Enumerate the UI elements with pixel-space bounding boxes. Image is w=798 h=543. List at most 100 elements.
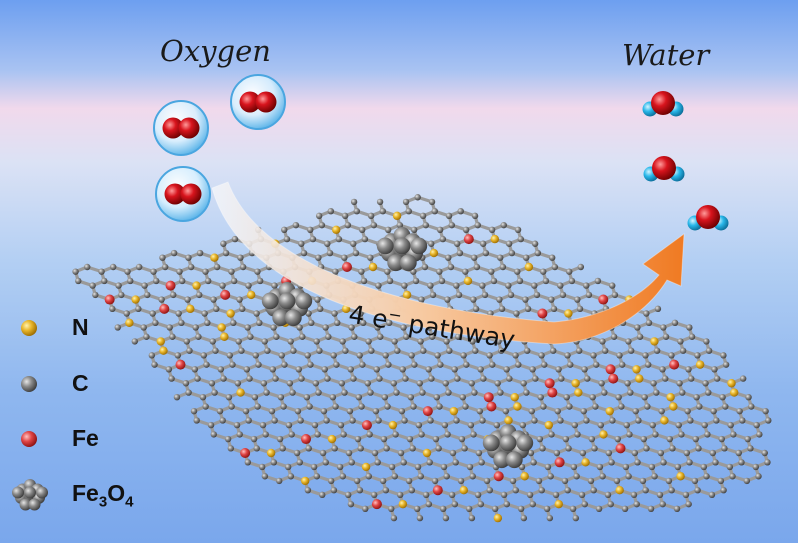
carbon-atom: [402, 375, 409, 382]
carbon-atom: [419, 212, 427, 220]
carbon-atom: [625, 338, 632, 345]
carbon-atom: [360, 319, 367, 326]
carbon-atom: [684, 407, 691, 415]
carbon-atom: [226, 352, 233, 359]
carbon-atom: [437, 361, 444, 368]
carbon-atom: [609, 417, 616, 424]
iron-atom: [220, 289, 231, 300]
fe3o4-cluster-icon: [12, 479, 48, 511]
carbon-atom: [462, 226, 470, 233]
carbon-atom: [743, 477, 751, 485]
carbon-atom: [466, 463, 474, 471]
carbon-atom: [400, 324, 407, 331]
carbon-atom: [392, 431, 399, 438]
carbon-atom: [462, 268, 469, 275]
carbon-atom: [475, 449, 483, 457]
carbon-atom: [435, 445, 442, 452]
carbon-atom: [564, 487, 571, 494]
nitrogen-atom: [615, 486, 624, 495]
carbon-atom: [427, 417, 434, 424]
carbon-atom: [304, 352, 311, 359]
carbon-atom: [410, 403, 417, 410]
carbon-atom: [738, 459, 745, 466]
carbon-atom: [442, 514, 450, 522]
carbon-atom: [359, 226, 366, 233]
carbon-atom: [304, 487, 312, 494]
carbon-atom: [550, 305, 558, 313]
nitrogen-atom: [635, 374, 644, 383]
carbon-atom: [258, 463, 266, 471]
carbon-atom: [569, 505, 577, 512]
carbon-atom: [609, 282, 616, 289]
carbon-atom: [566, 403, 573, 410]
carbon-atom: [281, 226, 288, 233]
carbon-atom: [285, 421, 293, 429]
water-molecule-2: [643, 156, 685, 182]
carbon-atom: [702, 380, 709, 387]
carbon-atom: [337, 421, 345, 429]
carbon-atom: [311, 421, 319, 429]
carbon-atom: [474, 491, 482, 499]
carbon-atom: [434, 352, 441, 359]
carbon-atom: [426, 459, 433, 466]
carbon-atom: [596, 463, 604, 471]
carbon-atom: [418, 296, 425, 303]
carbon-atom: [520, 514, 528, 522]
iron-atom: [483, 392, 494, 403]
carbon-atom: [601, 389, 608, 396]
carbon-atom: [307, 361, 314, 368]
iron-atom: [361, 420, 372, 431]
carbon-atom: [131, 338, 138, 345]
carbon-atom: [399, 366, 406, 373]
carbon-atom: [277, 394, 285, 401]
carbon-atom: [626, 431, 633, 438]
carbon-atom: [658, 407, 665, 415]
carbon-atom: [236, 431, 243, 438]
carbon-atom: [440, 463, 448, 471]
carbon-atom: [761, 449, 768, 457]
carbon-atom: [350, 375, 357, 382]
carbon-atom: [340, 431, 347, 438]
carbon-atom: [705, 347, 713, 354]
carbon-atom: [358, 268, 365, 275]
carbon-atom: [318, 221, 326, 229]
carbon-atom: [452, 459, 459, 466]
nitrogen-atom: [266, 448, 276, 458]
nitrogen-atom: [564, 309, 573, 318]
carbon-atom: [384, 226, 392, 233]
carbon-atom: [191, 366, 199, 373]
carbon-atom: [330, 352, 337, 359]
carbon-atom: [695, 445, 702, 452]
carbon-atom: [75, 277, 82, 285]
carbon-atom: [408, 352, 415, 359]
carbon-atom: [204, 277, 212, 285]
carbon-atom: [429, 333, 436, 340]
carbon-atom: [264, 347, 271, 354]
carbon-atom: [236, 296, 243, 303]
carbon-atom: [654, 305, 662, 313]
carbon-atom: [135, 263, 143, 271]
oxygen-title: Oxygen: [160, 34, 271, 68]
carbon-atom: [245, 282, 252, 289]
carbon-atom: [469, 338, 476, 345]
carbon-atom: [549, 347, 557, 354]
carbon-atom: [254, 403, 261, 410]
carbon-atom: [370, 221, 378, 229]
carbon-atom: [320, 407, 328, 415]
carbon-atom: [367, 212, 375, 220]
carbon-atom: [666, 435, 673, 443]
carbon-atom: [314, 431, 321, 438]
cluster-atom: [272, 309, 290, 327]
carbon-atom: [703, 338, 710, 345]
carbon-atom: [673, 505, 681, 512]
carbon-atom: [428, 375, 435, 382]
carbon-atom: [406, 435, 414, 443]
carbon-atom: [605, 449, 613, 457]
carbon-atom: [230, 277, 238, 285]
carbon-atom: [261, 473, 269, 480]
nitrogen-atom: [246, 290, 256, 300]
carbon-atom: [287, 338, 294, 345]
carbon-atom: [166, 324, 173, 331]
carbon-atom: [604, 491, 612, 499]
nitrogen-atom: [554, 499, 563, 509]
